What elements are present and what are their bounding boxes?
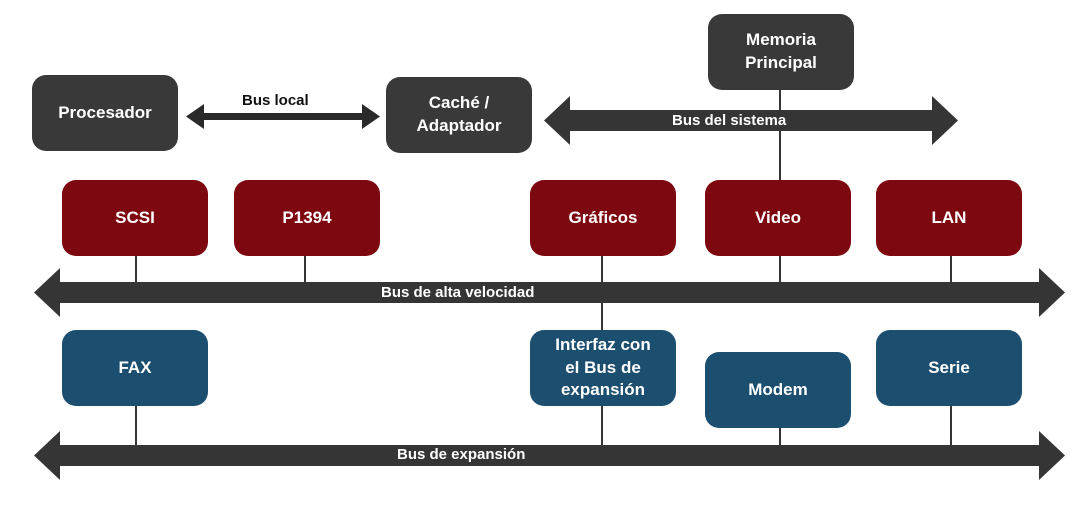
node-scsi-label: SCSI <box>115 207 155 227</box>
node-p1394-label: P1394 <box>282 207 332 227</box>
node-cache-adaptador: Caché / Adaptador <box>386 77 532 153</box>
node-fax-label: FAX <box>118 357 152 377</box>
node-procesador-label: Procesador <box>58 102 152 122</box>
bus-expansion-arrow <box>34 431 1065 480</box>
node-scsi: SCSI <box>62 180 208 256</box>
node-video: Video <box>705 180 851 256</box>
bus-sistema-arrow <box>544 96 958 145</box>
node-interfaz-bus-expansion: Interfaz con el Bus de expansión <box>530 330 676 406</box>
bus-alta-velocidad-arrow <box>34 268 1065 317</box>
node-graficos-label: Gráficos <box>568 207 638 227</box>
bus-alta-velocidad-label: Bus de alta velocidad <box>381 284 535 301</box>
bus-local-arrow <box>186 104 380 129</box>
bus-local-label: Bus local <box>242 92 309 109</box>
node-memoria-principal: Memoria Principal <box>708 14 854 90</box>
node-cache-adaptador-label: Caché / Adaptador <box>416 93 502 135</box>
node-serie-label: Serie <box>928 357 970 377</box>
node-lan-label: LAN <box>931 207 967 227</box>
node-modem-label: Modem <box>748 379 808 399</box>
node-fax: FAX <box>62 330 208 406</box>
bus-sistema-label: Bus del sistema <box>672 112 787 129</box>
node-graficos: Gráficos <box>530 180 676 256</box>
node-procesador: Procesador <box>32 75 178 151</box>
node-p1394: P1394 <box>234 180 380 256</box>
node-lan: LAN <box>876 180 1022 256</box>
node-modem: Modem <box>705 352 851 428</box>
node-interfaz-bus-expansion-label: Interfaz con el Bus de expansión <box>555 334 651 400</box>
node-serie: Serie <box>876 330 1022 406</box>
node-video-label: Video <box>755 207 801 227</box>
node-memoria-principal-label: Memoria Principal <box>745 30 817 72</box>
bus-expansion-label: Bus de expansión <box>397 446 526 463</box>
